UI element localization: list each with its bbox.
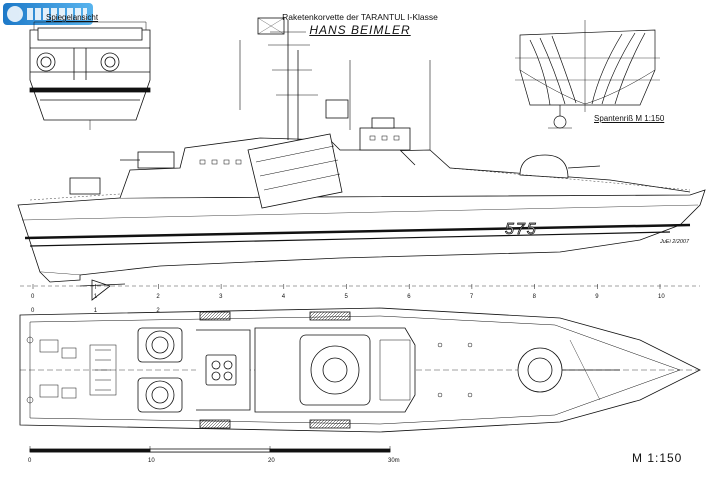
- deck-plan: [19, 307, 701, 433]
- station-number: 5: [345, 294, 349, 300]
- top-station-number: 1: [94, 308, 98, 314]
- station-number: 1: [94, 294, 98, 300]
- logo-text-glyphs: [27, 8, 87, 20]
- top-station-numbers: 0 1 2: [31, 308, 160, 314]
- drawing-scale: M 1:150: [632, 451, 683, 465]
- logo-mark: [7, 6, 23, 22]
- stern-view: [29, 21, 151, 130]
- station-number: 0: [31, 294, 35, 300]
- scale-tick-label: 10: [148, 458, 155, 464]
- author-signature: JuEi 2/2007: [660, 239, 690, 245]
- station-number: 7: [470, 294, 474, 300]
- drawing-subtitle: Raketenkorvette der TARANTUL I-Klasse: [282, 12, 438, 22]
- scale-bar-ticks: 0 10 20 30m: [28, 446, 400, 464]
- frame-plan: [515, 20, 660, 129]
- stern-view-label: Spiegelansicht: [46, 13, 99, 22]
- top-station-number: 0: [31, 308, 35, 314]
- scale-tick-label: 30m: [388, 458, 400, 464]
- station-number: 4: [282, 294, 286, 300]
- scale-tick-label: 0: [28, 458, 32, 464]
- station-number: 9: [595, 294, 599, 300]
- top-station-number: 2: [156, 308, 160, 314]
- station-number: 10: [658, 294, 665, 300]
- frame-plan-label: Spantenriß M 1:150: [594, 114, 665, 123]
- drawing-title: HANS BEIMLER: [309, 23, 411, 37]
- side-elevation: [17, 17, 706, 301]
- scale-bar: [29, 448, 391, 453]
- station-number: 6: [407, 294, 411, 300]
- station-number: 2: [156, 294, 160, 300]
- station-numbers: 0 1 2 3 4 5 6 7 8 9 10: [31, 284, 665, 300]
- station-number: 3: [219, 294, 223, 300]
- station-number: 8: [533, 294, 537, 300]
- site-logo-icon: [3, 3, 93, 25]
- scale-tick-label: 20: [268, 458, 275, 464]
- hull-number: 575: [505, 221, 538, 238]
